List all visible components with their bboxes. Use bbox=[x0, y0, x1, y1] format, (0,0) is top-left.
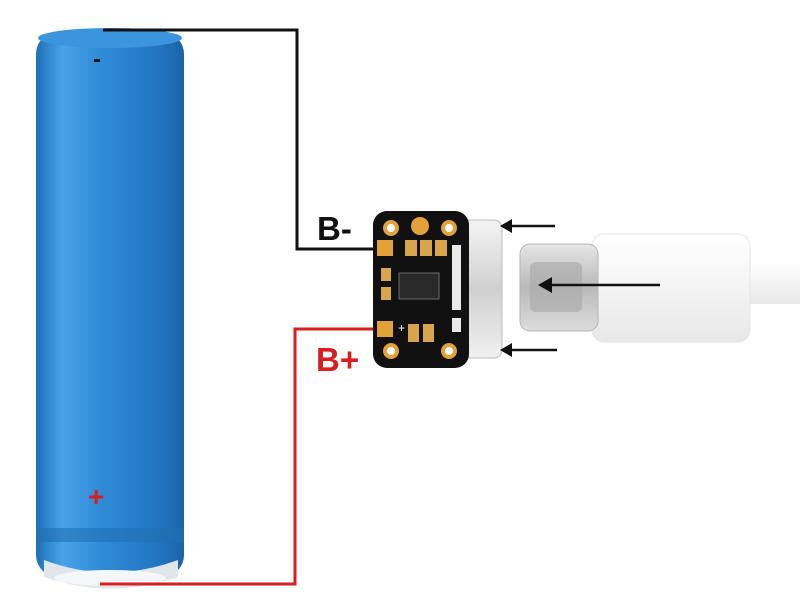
negative-wire bbox=[103, 28, 378, 251]
arrow-left-icon bbox=[500, 219, 555, 233]
positive-wire bbox=[100, 327, 378, 586]
charging-module-icon bbox=[373, 211, 469, 368]
b-minus-label: B- bbox=[317, 210, 352, 247]
battery-icon bbox=[36, 28, 184, 589]
battery-negative-label: - bbox=[93, 46, 101, 73]
pad-plus-label: + bbox=[398, 321, 406, 335]
usb-c-plug-icon bbox=[519, 233, 800, 343]
b-plus-label: B+ bbox=[316, 341, 360, 378]
arrow-left-icon bbox=[500, 343, 557, 357]
battery-positive-label: + bbox=[88, 481, 105, 512]
arrow-left-icon bbox=[538, 277, 660, 293]
